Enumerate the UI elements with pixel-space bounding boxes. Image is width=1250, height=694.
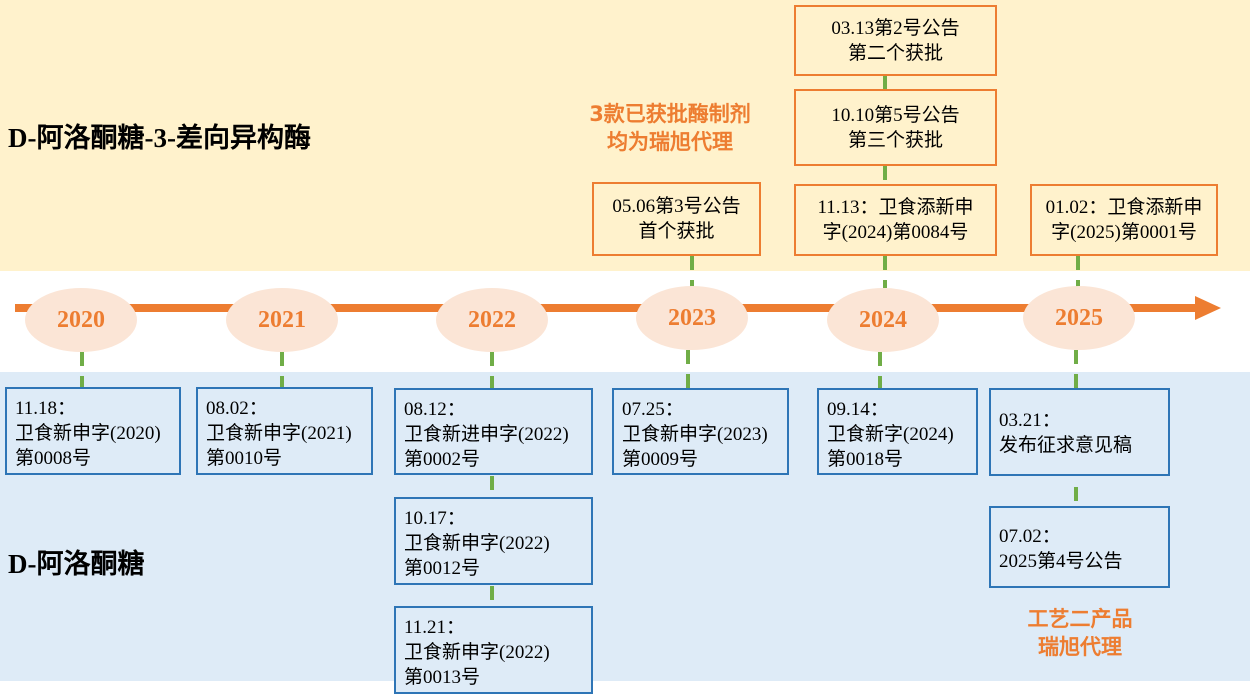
timeline-arrow bbox=[15, 304, 1197, 312]
event-line: 01.02：卫食添新申 bbox=[1045, 197, 1203, 218]
event-line: 10.17： bbox=[404, 508, 466, 529]
event-line: 卫食新申字(2023) bbox=[622, 424, 768, 445]
year-2025: 2025 bbox=[1023, 286, 1135, 350]
event-line: 第三个获批 bbox=[847, 129, 943, 151]
event-line: 09.14： bbox=[827, 399, 889, 420]
arrowhead-icon bbox=[1195, 296, 1221, 320]
allulose-event: 11.18： 卫食新申字(2020) 第0008号 bbox=[5, 387, 181, 475]
enzyme-title: D-阿洛酮糖-3-差向异构酶 bbox=[8, 123, 311, 153]
event-line: 卫食新申字(2020) bbox=[15, 423, 161, 444]
enzyme-event: 11.13：卫食添新申 字(2024)第0084号 bbox=[794, 184, 997, 256]
enzyme-event: 01.02：卫食添新申 字(2025)第0001号 bbox=[1030, 184, 1218, 256]
event-line: 第0013号 bbox=[404, 667, 481, 688]
connector bbox=[490, 586, 494, 606]
enzyme-event: 03.13第2号公告 第二个获批 bbox=[794, 5, 997, 76]
event-line: 卫食新申字(2021) bbox=[206, 423, 352, 444]
year-2023: 2023 bbox=[636, 286, 748, 350]
connector bbox=[690, 256, 694, 288]
allulose-event: 08.02： 卫食新申字(2021) 第0010号 bbox=[196, 387, 373, 475]
event-line: 首个获批 bbox=[638, 221, 715, 242]
event-line: 03.13第2号公告 bbox=[831, 17, 960, 39]
note-line: 均为瑞旭代理 bbox=[607, 130, 733, 154]
event-line: 第0008号 bbox=[15, 448, 92, 469]
connector bbox=[490, 352, 494, 388]
event-line: 第0009号 bbox=[622, 449, 699, 470]
enzyme-note: 3款已获批酶制剂 均为瑞旭代理 bbox=[575, 100, 765, 156]
event-line: 08.02： bbox=[206, 398, 268, 419]
event-line: 字(2025)第0001号 bbox=[1051, 222, 1197, 243]
event-line: 08.12： bbox=[404, 399, 466, 420]
connector bbox=[1076, 256, 1080, 288]
enzyme-event: 05.06第3号公告 首个获批 bbox=[592, 182, 761, 256]
event-line: 11.13：卫食添新申 bbox=[817, 197, 974, 218]
enzyme-event: 10.10第5号公告 第三个获批 bbox=[794, 89, 997, 166]
year-2022: 2022 bbox=[436, 288, 548, 352]
year-2021: 2021 bbox=[226, 288, 338, 352]
event-line: 卫食新进申字(2022) bbox=[404, 424, 569, 445]
connector bbox=[878, 352, 882, 388]
connector bbox=[883, 166, 887, 184]
event-line: 07.02： bbox=[999, 526, 1061, 547]
note-line: 瑞旭代理 bbox=[1038, 635, 1122, 659]
event-line: 2025第4号公告 bbox=[999, 551, 1123, 572]
event-line: 11.21： bbox=[404, 617, 466, 638]
connector bbox=[1074, 487, 1078, 505]
note-line: 3款已获批酶制剂 bbox=[589, 102, 751, 126]
allulose-event: 09.14： 卫食新字(2024) 第0018号 bbox=[817, 388, 978, 475]
event-line: 卫食新字(2024) bbox=[827, 424, 954, 445]
connector bbox=[686, 350, 690, 388]
event-line: 05.06第3号公告 bbox=[612, 196, 741, 217]
event-line: 第0002号 bbox=[404, 449, 481, 470]
event-line: 卫食新申字(2022) bbox=[404, 642, 550, 663]
event-line: 第0012号 bbox=[404, 558, 481, 579]
connector bbox=[883, 256, 887, 288]
connector bbox=[80, 352, 84, 388]
event-line: 03.21： bbox=[999, 410, 1061, 431]
connector bbox=[1074, 350, 1078, 388]
event-line: 发布征求意见稿 bbox=[999, 435, 1133, 456]
allulose-event: 07.02： 2025第4号公告 bbox=[989, 506, 1170, 588]
event-line: 第0010号 bbox=[206, 448, 283, 469]
process-note: 工艺二产品 瑞旭代理 bbox=[990, 605, 1170, 661]
note-line: 工艺二产品 bbox=[1027, 607, 1133, 631]
allulose-event: 07.25： 卫食新申字(2023) 第0009号 bbox=[612, 388, 789, 475]
event-line: 第二个获批 bbox=[847, 42, 943, 64]
allulose-event: 03.21： 发布征求意见稿 bbox=[989, 388, 1170, 476]
allulose-title: D-阿洛酮糖 bbox=[8, 549, 145, 579]
allulose-event: 10.17： 卫食新申字(2022) 第0012号 bbox=[394, 497, 593, 585]
event-line: 卫食新申字(2022) bbox=[404, 533, 550, 554]
connector bbox=[280, 352, 284, 388]
event-line: 第0018号 bbox=[827, 449, 904, 470]
connector bbox=[490, 476, 494, 496]
connector bbox=[883, 76, 887, 89]
event-line: 11.18： bbox=[15, 398, 77, 419]
event-line: 10.10第5号公告 bbox=[831, 104, 960, 126]
allulose-event: 11.21： 卫食新申字(2022) 第0013号 bbox=[394, 606, 593, 694]
year-2024: 2024 bbox=[827, 288, 939, 352]
event-line: 07.25： bbox=[622, 399, 684, 420]
allulose-event: 08.12： 卫食新进申字(2022) 第0002号 bbox=[394, 388, 593, 475]
year-2020: 2020 bbox=[25, 288, 137, 352]
event-line: 字(2024)第0084号 bbox=[822, 222, 969, 243]
